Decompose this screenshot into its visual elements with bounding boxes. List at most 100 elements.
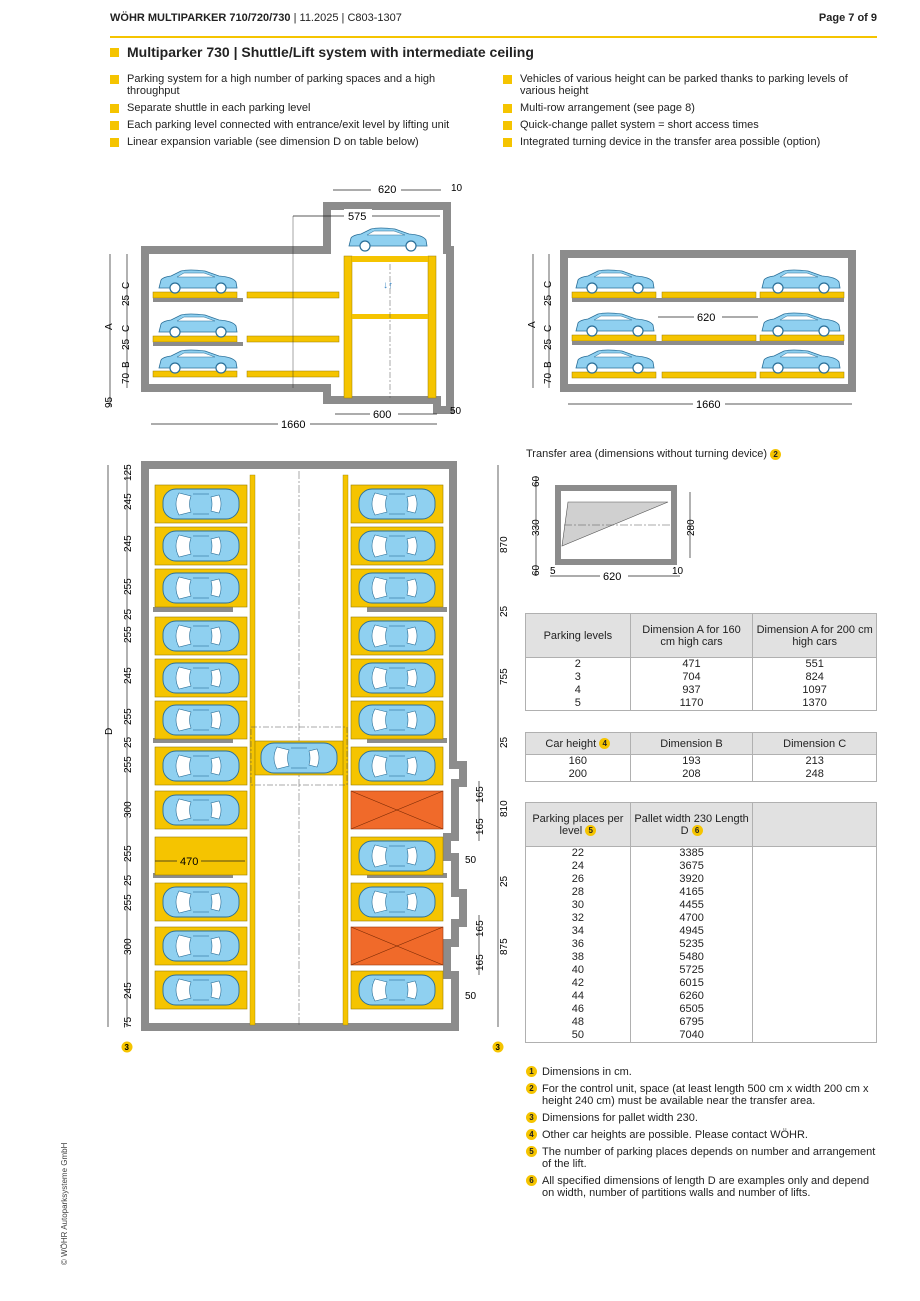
dim-bottom: 60 bbox=[531, 564, 542, 576]
table-cell bbox=[752, 938, 877, 951]
table-header: Parking levels bbox=[525, 613, 631, 658]
car-icon bbox=[358, 974, 436, 1006]
footnote-text: Dimensions for pallet width 230. bbox=[542, 1112, 698, 1124]
table-cell: 1170 bbox=[629, 697, 754, 711]
copyright: © WÖHR Autoparksysteme GmbH bbox=[60, 1142, 69, 1265]
doc-code: C803-1307 bbox=[347, 12, 402, 24]
table-cell bbox=[752, 951, 877, 964]
list-item: Integrated turning device in the transfe… bbox=[503, 136, 873, 148]
dim-pit: 95 bbox=[104, 396, 115, 408]
list-item: Quick-change pallet system = short acces… bbox=[503, 119, 873, 131]
section-drawing-lift: ↓↑ 620 10 575 600 50 1660 C 25 C 25 B 70… bbox=[104, 183, 463, 431]
dim-left: 25 bbox=[123, 608, 134, 620]
table-cell: 7040 bbox=[629, 1029, 754, 1043]
document-info: WÖHR MULTIPARKER 710/720/730 | 11.2025 |… bbox=[110, 12, 402, 24]
table-cell: 46 bbox=[525, 1003, 631, 1016]
dim-level-c: C bbox=[543, 325, 554, 332]
table-cell: 36 bbox=[525, 938, 631, 951]
table-cell: 6795 bbox=[629, 1016, 754, 1029]
car-height-table: Car height 4 Dimension B Dimension C 160… bbox=[525, 732, 877, 782]
dim-left: 245 bbox=[123, 493, 134, 510]
dim-left: 25 bbox=[123, 736, 134, 748]
svg-text:↓↑: ↓↑ bbox=[383, 280, 393, 291]
list-item: Each parking level connected with entran… bbox=[110, 119, 480, 131]
list-item: Multi-row arrangement (see page 8) bbox=[503, 102, 873, 114]
table-cell: 4 bbox=[525, 684, 631, 697]
dim-right: 755 bbox=[499, 668, 510, 685]
table-header bbox=[752, 802, 877, 847]
dim-left: 245 bbox=[123, 535, 134, 552]
car-icon bbox=[358, 530, 436, 562]
dim-left: 255 bbox=[123, 894, 134, 911]
title-marker-icon bbox=[110, 47, 119, 57]
dim-right: 165 bbox=[475, 786, 486, 803]
feature-list-left: Parking system for a high number of park… bbox=[110, 73, 480, 153]
transfer-area-drawing: 60 330 60 280 5 620 10 bbox=[531, 475, 697, 583]
car-icon bbox=[348, 227, 428, 252]
table-cell: 34 bbox=[525, 925, 631, 938]
dim-level-70: 70 bbox=[543, 372, 554, 384]
table-cell: 30 bbox=[525, 899, 631, 912]
table-cell: 4455 bbox=[629, 899, 754, 912]
dim-470: 470 bbox=[180, 856, 198, 868]
table-cell: 22 bbox=[525, 846, 631, 860]
table-cell: 248 bbox=[752, 768, 877, 782]
table-cell: 2 bbox=[525, 657, 631, 671]
table-cell: 6260 bbox=[629, 990, 754, 1003]
table-cell bbox=[752, 1003, 877, 1016]
dim-right: 165 bbox=[475, 818, 486, 835]
section-title: Multiparker 730 | Shuttle/Lift system wi… bbox=[110, 44, 534, 60]
car-icon bbox=[358, 572, 436, 604]
table-cell: 4700 bbox=[629, 912, 754, 925]
car-icon bbox=[575, 349, 655, 374]
table-header: Dimension B bbox=[629, 732, 754, 755]
dimension-a-table: Parking levels Dimension A for 160 cm hi… bbox=[525, 613, 877, 711]
table-cell bbox=[752, 925, 877, 938]
dim-left: 255 bbox=[123, 845, 134, 862]
dim-lift-width: 575 bbox=[348, 211, 366, 223]
dim-total: 1660 bbox=[696, 399, 720, 411]
table-cell: 4165 bbox=[629, 886, 754, 899]
dim-right: 165 bbox=[475, 920, 486, 937]
footnote-text: For the control unit, space (at least le… bbox=[542, 1083, 869, 1107]
footnote-ref: 4 bbox=[599, 738, 611, 750]
dim-top-width: 620 bbox=[378, 184, 396, 196]
dim-left: 255 bbox=[123, 626, 134, 643]
blocked-slot-icon bbox=[350, 926, 444, 966]
bullet-icon bbox=[503, 75, 512, 84]
dim-left: 125 bbox=[123, 464, 134, 481]
table-cell: 937 bbox=[629, 684, 754, 697]
dim-top: 60 bbox=[531, 475, 542, 487]
table-cell: 28 bbox=[525, 886, 631, 899]
dim-middle: 620 bbox=[697, 312, 715, 324]
car-icon bbox=[761, 349, 841, 374]
blocked-slot-icon bbox=[350, 790, 444, 830]
table-cell: 3385 bbox=[629, 846, 754, 860]
parking-places-table: Parking places per level 5 Pallet width … bbox=[525, 802, 877, 1043]
dim-total: 1660 bbox=[281, 419, 305, 431]
table-cell: 24 bbox=[525, 860, 631, 873]
footnote-number: 2 bbox=[526, 1083, 537, 1094]
car-icon bbox=[162, 572, 240, 604]
bullet-icon bbox=[110, 104, 119, 113]
car-icon bbox=[761, 269, 841, 294]
shuttle-car-icon bbox=[260, 742, 338, 774]
dim-level-25: 25 bbox=[121, 294, 132, 306]
page-number: Page 7 of 9 bbox=[818, 12, 877, 24]
footnote-item: 2 For the control unit, space (at least l… bbox=[526, 1083, 876, 1107]
car-icon bbox=[162, 750, 240, 782]
list-item: Linear expansion variable (see dimension… bbox=[110, 136, 480, 148]
car-icon bbox=[358, 704, 436, 736]
footnote-ref: 2 bbox=[770, 448, 782, 460]
